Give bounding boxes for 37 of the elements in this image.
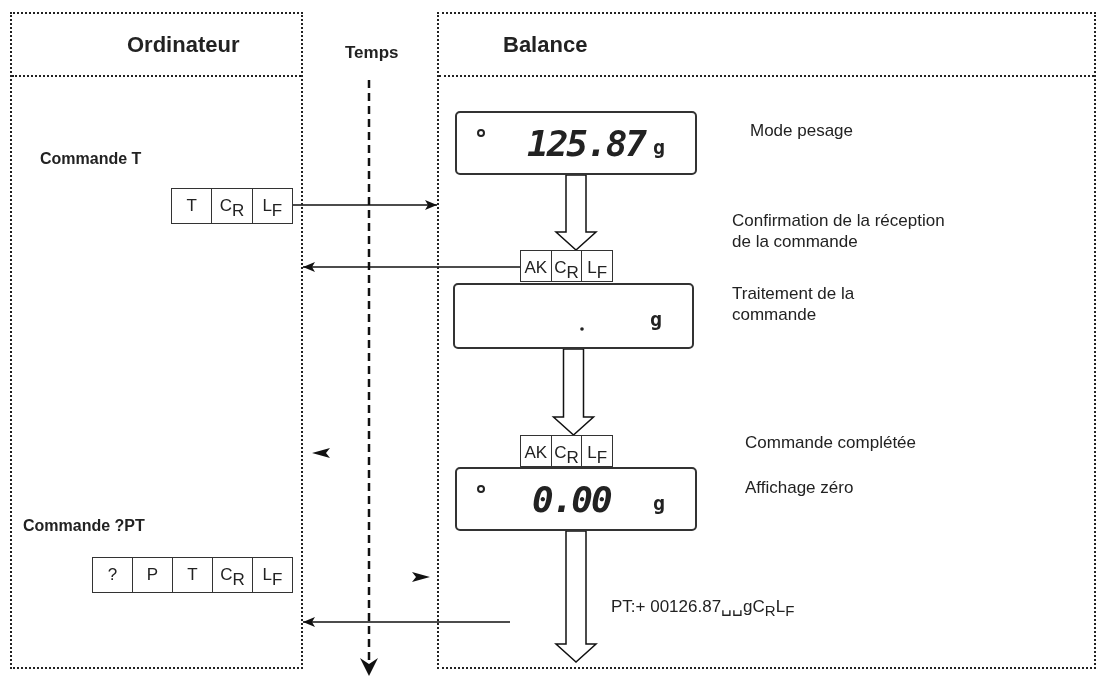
character-cell-text: AK bbox=[523, 257, 549, 279]
step-note: Mode pesage bbox=[750, 120, 854, 142]
column-panel bbox=[437, 12, 1096, 669]
column-header: Balance bbox=[503, 32, 588, 58]
response-string: PT:+ 00126.87␣␣gC$_{R}$L$_{F}$ bbox=[611, 596, 795, 621]
axis-title: Temps bbox=[345, 42, 399, 64]
display-reading: 125.87 bbox=[527, 123, 646, 164]
display-panel bbox=[455, 467, 697, 531]
column-panel bbox=[10, 12, 303, 669]
character-cell: T bbox=[172, 558, 212, 592]
step-note: Confirmation de la réception de la commande bbox=[732, 210, 946, 253]
column-header: Ordinateur bbox=[127, 32, 240, 58]
data-packet bbox=[520, 250, 613, 282]
display-panel bbox=[455, 111, 697, 175]
step-note: Affichage zéro bbox=[745, 477, 854, 499]
command-caption: Commande ?PT bbox=[23, 516, 145, 536]
block-arrow bbox=[554, 530, 598, 663]
data-packet bbox=[520, 435, 613, 467]
unit-symbol: g bbox=[652, 491, 665, 515]
character-cell-text: T bbox=[185, 195, 198, 217]
display-reading: 0.00 bbox=[532, 479, 611, 520]
unit-symbol: g bbox=[652, 135, 665, 159]
block-arrow bbox=[554, 174, 598, 251]
step-note: Commande complétée bbox=[745, 432, 917, 454]
command-caption: Commande T bbox=[40, 149, 142, 169]
data-packet bbox=[171, 188, 293, 224]
character-cell: P bbox=[132, 558, 172, 592]
character-cell-text: ? bbox=[106, 564, 119, 586]
arrow bbox=[302, 262, 521, 272]
arrow bbox=[302, 617, 511, 627]
unit-symbol: g bbox=[649, 307, 662, 331]
step-note: Traitement de la commande bbox=[732, 283, 856, 326]
display-panel bbox=[453, 283, 694, 349]
arrow bbox=[292, 200, 438, 210]
block-arrow bbox=[551, 348, 596, 436]
character-cell-text: AK bbox=[523, 442, 549, 464]
data-packet bbox=[92, 557, 293, 593]
